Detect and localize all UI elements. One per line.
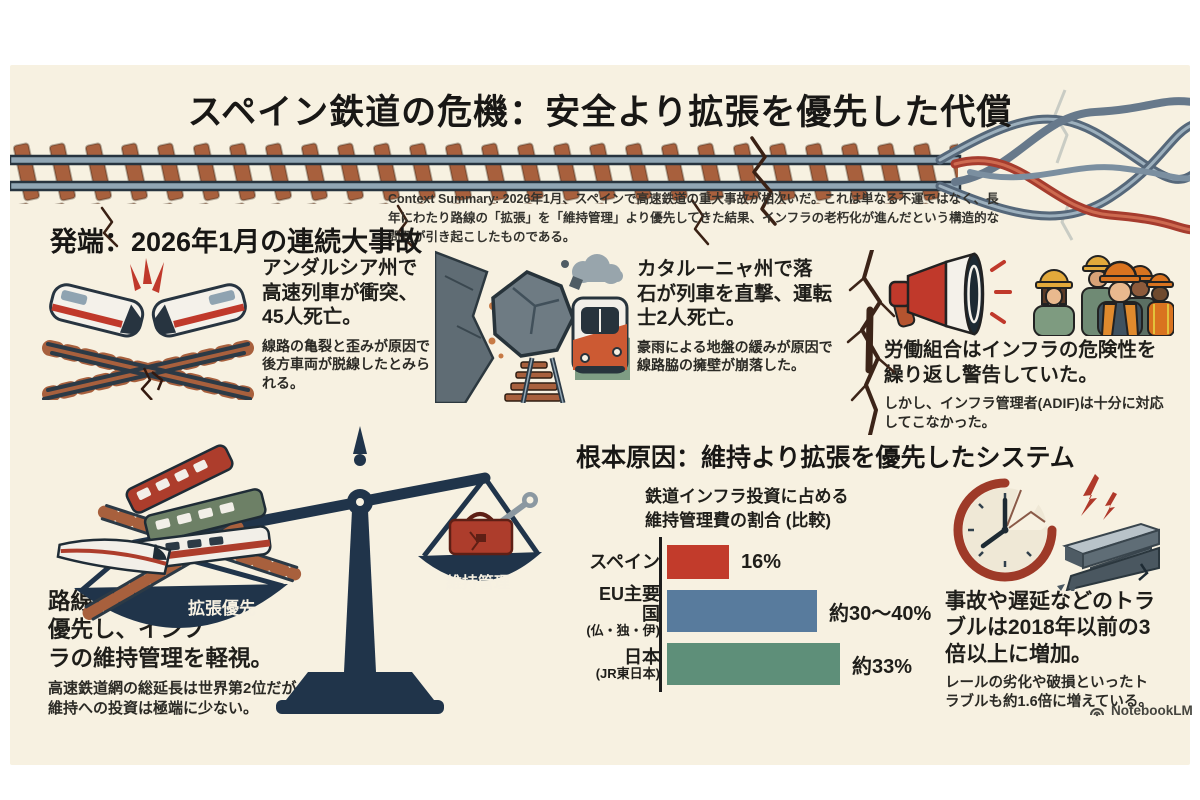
left-pan-label: 拡張優先 <box>188 599 256 618</box>
bar-value-spain: 16% <box>741 550 782 573</box>
right-pan <box>418 552 542 582</box>
bar-eu <box>667 590 817 632</box>
scale-detail: 高速鉄道網の総延長は世界第2位だが、 維持への投資は極端に少ない。 <box>48 680 312 717</box>
cracked-railway-track-illustration <box>10 89 1190 248</box>
bar-spain <box>667 545 729 579</box>
context-summary-text: 2026年1月、スペインで高速鉄道の重大事故が相次いだ。これは単なる不運ではなく… <box>388 192 1000 244</box>
bar-japan <box>667 643 840 685</box>
chart-row-spain: スペイン 16% <box>585 545 781 579</box>
notebooklm-logo-icon <box>1090 708 1104 717</box>
chart-axis <box>659 537 662 692</box>
incident-3-headline: 労働組合はインフラの危険性を 繰り返し警告していた。 <box>884 339 1157 386</box>
incident-2-detail: 豪雨による地盤の緩みが原因で 線路脇の擁壁が崩落した。 <box>637 338 833 374</box>
cracked-clock-and-broken-rail-illustration <box>953 474 1160 591</box>
rockfall-on-track-illustration <box>435 250 630 403</box>
train-front-icon <box>571 296 629 374</box>
toolbox-icon <box>448 492 538 556</box>
context-summary-label: Context Summary: <box>388 192 500 206</box>
lightning-icon <box>1081 474 1117 520</box>
impact-detail: レールの劣化や破損といったト ラブルも約1.6倍に増えている。 <box>945 675 1153 711</box>
megaphone-icon <box>888 252 1012 336</box>
train-pile-icon <box>56 444 302 621</box>
impact-text-block: 事故や遅延などのトラ ブルは2018年以前の3 倍以上に増加。 レールの劣化や破… <box>945 589 1190 713</box>
chart-title: 鉄道インフラ投資に占める 維持管理費の割合 (比較) <box>645 487 849 530</box>
chart-row-eu: EU主要国 (仏・独・伊) 約30〜40% <box>585 584 932 638</box>
workers-group-icon <box>1033 255 1174 336</box>
incident-1-detail: 線路の亀裂と歪みが原因で 後方車両が脱線したとみら れる。 <box>262 337 430 391</box>
section2-heading: 根本原因：維持より拡張を優先したシステム <box>576 444 1075 472</box>
crack-divider-icon <box>846 250 896 435</box>
page-title: スペイン鉄道の危機：安全より拡張を優先した代償 <box>187 93 1013 132</box>
bar-value-japan: 約33% <box>852 655 913 678</box>
right-pan-label: 維持管理 <box>445 575 510 592</box>
context-summary: Context Summary: 2026年1月、スペインで高速鉄道の重大事故が… <box>388 190 1003 246</box>
broken-rail-icon <box>1057 522 1160 591</box>
unbalanced-scale-illustration <box>56 426 542 714</box>
incident-2-headline: カタルーニャ州で落 石が列車を直撃、運転 士2人死亡。 <box>637 258 833 330</box>
bar-value-eu: 約30〜40% <box>829 602 932 625</box>
section1-heading: 発端：2026年1月の連続大事故 <box>50 227 423 257</box>
incident-3-detail: しかし、インフラ管理者(ADIF)は十分に対応 してこなかった。 <box>884 395 1164 430</box>
chart-label-japan: 日本 (JR東日本) <box>595 646 660 681</box>
chart-label-eu: EU主要国 (仏・独・伊) <box>586 583 660 638</box>
cloud-icon <box>572 254 623 284</box>
impact-lines-icon <box>130 258 164 293</box>
chart-row-japan: 日本 (JR東日本) 約33% <box>585 643 912 685</box>
megaphone-and-workers-illustration <box>888 252 1174 336</box>
train-collision-illustration <box>42 258 254 400</box>
impact-headline: 事故や遅延などのトラ ブルは2018年以前の3 倍以上に増加。 <box>945 590 1155 666</box>
incident-3: 労働組合はインフラの危険性を 繰り返し警告していた。 しかし、インフラ管理者(A… <box>884 338 1184 431</box>
incident-2: カタルーニャ州で落 石が列車を直撃、運転 士2人死亡。 豪雨による地盤の緩みが原… <box>637 257 847 375</box>
incident-1: アンダルシア州で 高速列車が衝突、 45人死亡。 線路の亀裂と歪みが原因で 後方… <box>262 256 447 392</box>
incident-1-headline: アンダルシア州で 高速列車が衝突、 45人死亡。 <box>262 257 419 329</box>
chart-label-spain: スペイン <box>589 551 660 572</box>
brand-name: NotebookLM <box>1111 703 1193 718</box>
brand-footer: NotebookLM <box>1088 703 1193 718</box>
